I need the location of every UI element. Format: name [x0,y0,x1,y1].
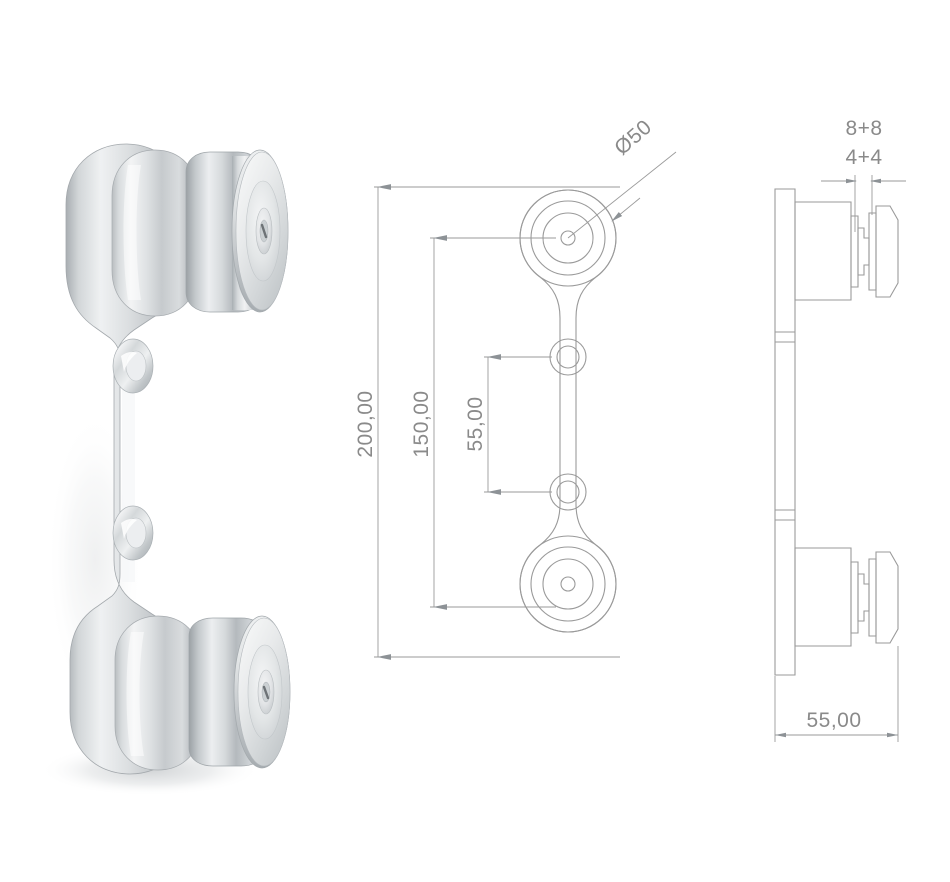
dim-text-glass-each: 4+4 [845,146,882,169]
side-bottom-cap-inner [868,558,877,637]
front-bottom-boss-circles [519,535,617,633]
front-outline [519,189,617,633]
front-bottom-circle-inner [542,558,594,610]
countersink-highlight-upper [121,352,137,372]
dim-text-overall-length: 200,00 [354,390,377,457]
front-view-dimensions [374,151,677,660]
side-top-neck [857,227,870,276]
countersunk-hole-upper [112,338,154,394]
side-view-dimensions [774,175,906,742]
bottom-boss-specular [126,632,144,756]
side-top-fitting [794,201,899,301]
side-top-cylinder [794,201,852,301]
side-plate-outline [774,188,796,676]
leader-line-dia50 [567,151,677,239]
side-top-shoulder [850,215,859,288]
bottom-boss-assembly [114,615,291,771]
side-bottom-cap-outer [875,551,899,644]
front-top-circle-bore [560,230,576,246]
front-bottom-circle-bore [560,576,576,592]
front-hole-upper [549,338,587,376]
top-cap-cylinder [232,156,264,310]
top-boss-specular [123,165,141,300]
front-view [519,189,617,633]
top-screw-slot-icon [260,223,268,239]
bottom-screw-slot-icon [262,685,270,700]
front-bottom-circle-outer [519,535,617,633]
countersunk-hole-lower [112,505,154,561]
front-hole-lower-outer [549,473,587,511]
side-bottom-neck [857,573,870,622]
dim-text-hole-centers: 150,00 [410,390,433,457]
side-top-cap-outer [875,205,899,298]
front-hole-upper-outer [549,338,587,376]
dim-text-inner-holes: 55,00 [464,396,487,451]
front-hole-upper-inner [556,345,580,369]
front-hole-lower-inner [556,480,580,504]
side-top-cap-inner [868,212,877,291]
side-bottom-cylinder [794,547,852,647]
side-bottom-shoulder [850,561,859,634]
leader-arrow-dia50 [611,197,641,222]
front-hole-lower [549,473,587,511]
isometric-render-view [40,143,291,796]
dim-text-side-width: 55,00 [806,709,861,732]
side-view [774,188,899,676]
front-bottom-circle-mid [530,546,606,622]
countersink-highlight-lower [121,519,137,539]
side-bottom-fitting [794,547,899,647]
top-boss-assembly [111,149,289,317]
dim-text-glass-total: 8+8 [845,117,882,140]
dim-text-boss-diameter: Ø50 [610,115,656,159]
